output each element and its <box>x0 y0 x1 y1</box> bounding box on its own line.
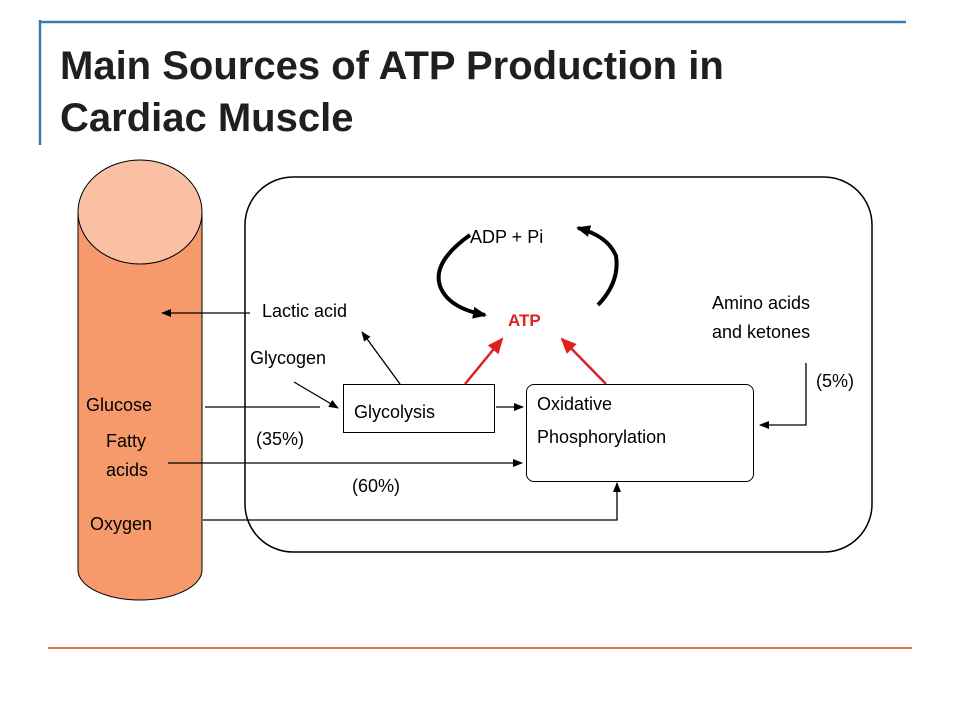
atp-to-adp-arrow <box>576 225 619 307</box>
amino-acids-arrow <box>759 363 807 429</box>
fatty-acids-label-line1: Fatty <box>106 431 147 451</box>
title-frame <box>38 20 906 145</box>
glycogen-arrow <box>293 381 339 409</box>
percent-5-label: (5%) <box>816 371 855 391</box>
slide-title-line2: Cardiac Muscle <box>60 96 354 140</box>
glucose-label: Glucose <box>86 395 153 415</box>
glycolysis-box <box>343 384 495 433</box>
percent-35-label: (35%) <box>256 429 305 449</box>
blood-vessel-top <box>77 159 203 265</box>
percent-60-label: (60%) <box>352 476 401 496</box>
oxygen-label: Oxygen <box>90 514 153 534</box>
slide-title-line1: Main Sources of ATP Production in <box>60 44 724 88</box>
oxphos-atp-arrow <box>560 337 607 385</box>
oxidative-label-line1: Oxidative <box>537 394 613 414</box>
slide-title: Main Sources of ATP Production in Cardia… <box>60 40 920 144</box>
glycolysis-label: Glycolysis <box>354 402 436 422</box>
lactic-acid-label: Lactic acid <box>262 301 348 321</box>
glycogen-label: Glycogen <box>250 348 327 368</box>
amino-acids-label-line2: and ketones <box>712 322 811 342</box>
oxidative-phosphorylation-box <box>526 384 754 482</box>
glycolysis-atp-arrow <box>464 337 504 385</box>
blood-vessel <box>77 159 203 601</box>
adp-to-atp-arrow <box>436 233 487 319</box>
atp-label: ATP <box>508 311 541 330</box>
fatty-acids-label-line2: acids <box>106 460 149 480</box>
oxygen-arrow <box>203 482 621 521</box>
adp-label: ADP + Pi <box>470 227 544 247</box>
glycolysis-to-lactic-arrow <box>361 331 401 385</box>
oxidative-label-line2: Phosphorylation <box>537 427 667 447</box>
amino-acids-label-line1: Amino acids <box>712 293 811 313</box>
